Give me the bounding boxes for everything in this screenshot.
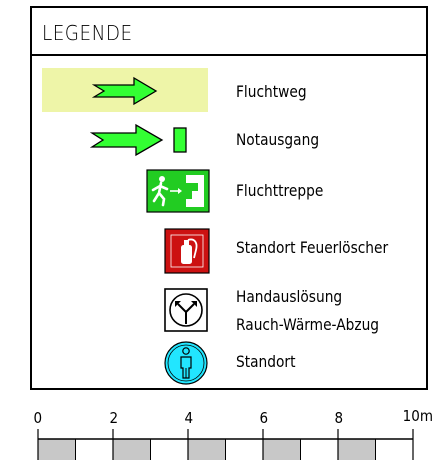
green-arrow-icon — [92, 76, 158, 106]
scale-tick-label: 4 — [184, 409, 194, 427]
legend-label-notausgang: Notausgang — [236, 130, 320, 149]
legend-label-fluchtweg: Fluchtweg — [236, 82, 307, 101]
scale-tick-label: 8 — [334, 409, 344, 427]
legend-label-fluchttreppe: Fluchttreppe — [236, 181, 324, 200]
emergency-exit-icon — [90, 123, 187, 157]
legend-label-rwa-line2: Rauch-Wärme-Abzug — [236, 315, 380, 334]
legend-title: LEGENDE — [42, 21, 133, 45]
scale-tick-label: 6 — [259, 409, 269, 427]
legend-header: LEGENDE — [32, 8, 426, 56]
scale-graphic — [37, 429, 414, 460]
escape-stairs-icon — [146, 169, 210, 213]
scale-tick-label: 2 — [109, 409, 119, 427]
scale-tick-label: 0 — [33, 409, 43, 427]
fire-extinguisher-icon — [164, 228, 210, 274]
legend-box: LEGENDE — [30, 6, 428, 390]
scale-tick-label: 10m — [402, 407, 434, 425]
legend-label-feuerloescher: Standort Feuerlöscher — [236, 238, 389, 257]
legend-label-standort: Standort — [236, 352, 296, 371]
standort-person-icon — [164, 341, 208, 385]
smoke-vent-release-icon — [164, 288, 208, 332]
legend-label-rwa-line1: Handauslösung — [236, 287, 343, 306]
scale-bar: 0 2 4 6 8 10m — [0, 405, 437, 460]
